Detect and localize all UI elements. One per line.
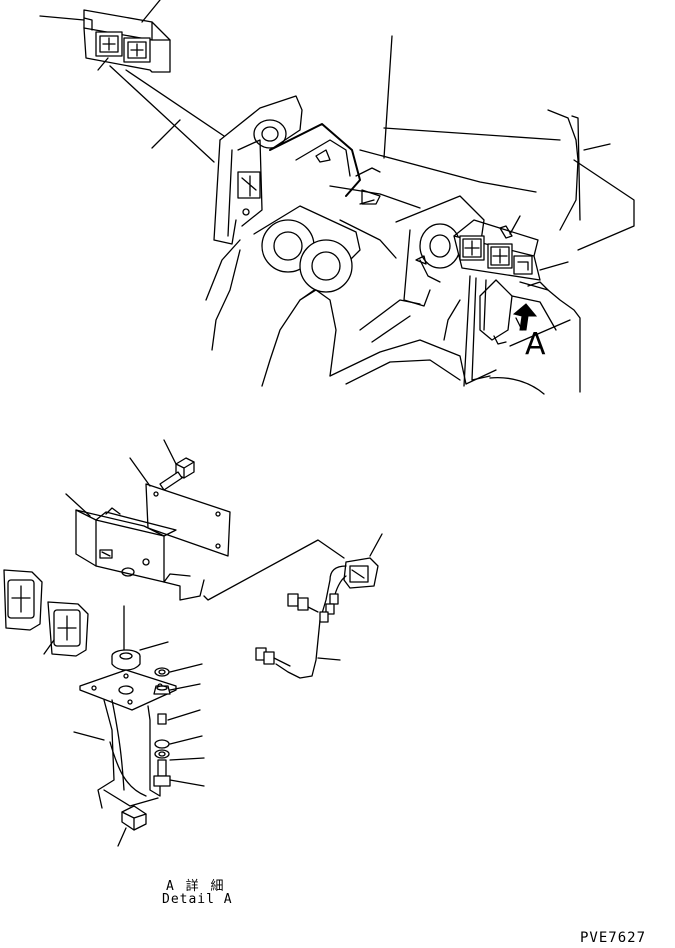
work-lamp-left: [3, 569, 43, 631]
left-lamp-bracket: [213, 95, 303, 245]
machine-frame-lower: [329, 299, 545, 395]
lamp-stand: [73, 669, 177, 809]
rubber-mount: [111, 605, 169, 671]
detail-caption-japanese: A 詳 細: [166, 879, 226, 894]
loader-boom: [205, 123, 397, 387]
lamp-assembly-top-left: [83, 9, 171, 73]
detail-a-exploded-view: [3, 439, 383, 847]
cover-plate: [129, 457, 231, 557]
lamp-bracket-box: [65, 493, 205, 601]
machine-overview-view: [39, 0, 635, 395]
callout-leaders-upper-left: [39, 0, 225, 163]
wiring-harness: [255, 533, 383, 679]
detail-caption-english: Detail A: [162, 892, 233, 907]
view-marker-label: A: [525, 327, 546, 362]
lamp-assembly-right: [453, 215, 569, 281]
work-lamp-right: [43, 601, 89, 657]
right-lamp-stand: [443, 275, 581, 393]
drawing-number: PVE7627: [580, 930, 647, 946]
view-arrow-a: [512, 303, 538, 331]
bolt-top: [159, 439, 195, 491]
bolt-bottom: [117, 805, 147, 847]
cab-body: [315, 35, 635, 251]
harness-route-line: [203, 539, 345, 601]
washer-stack: [153, 663, 205, 787]
